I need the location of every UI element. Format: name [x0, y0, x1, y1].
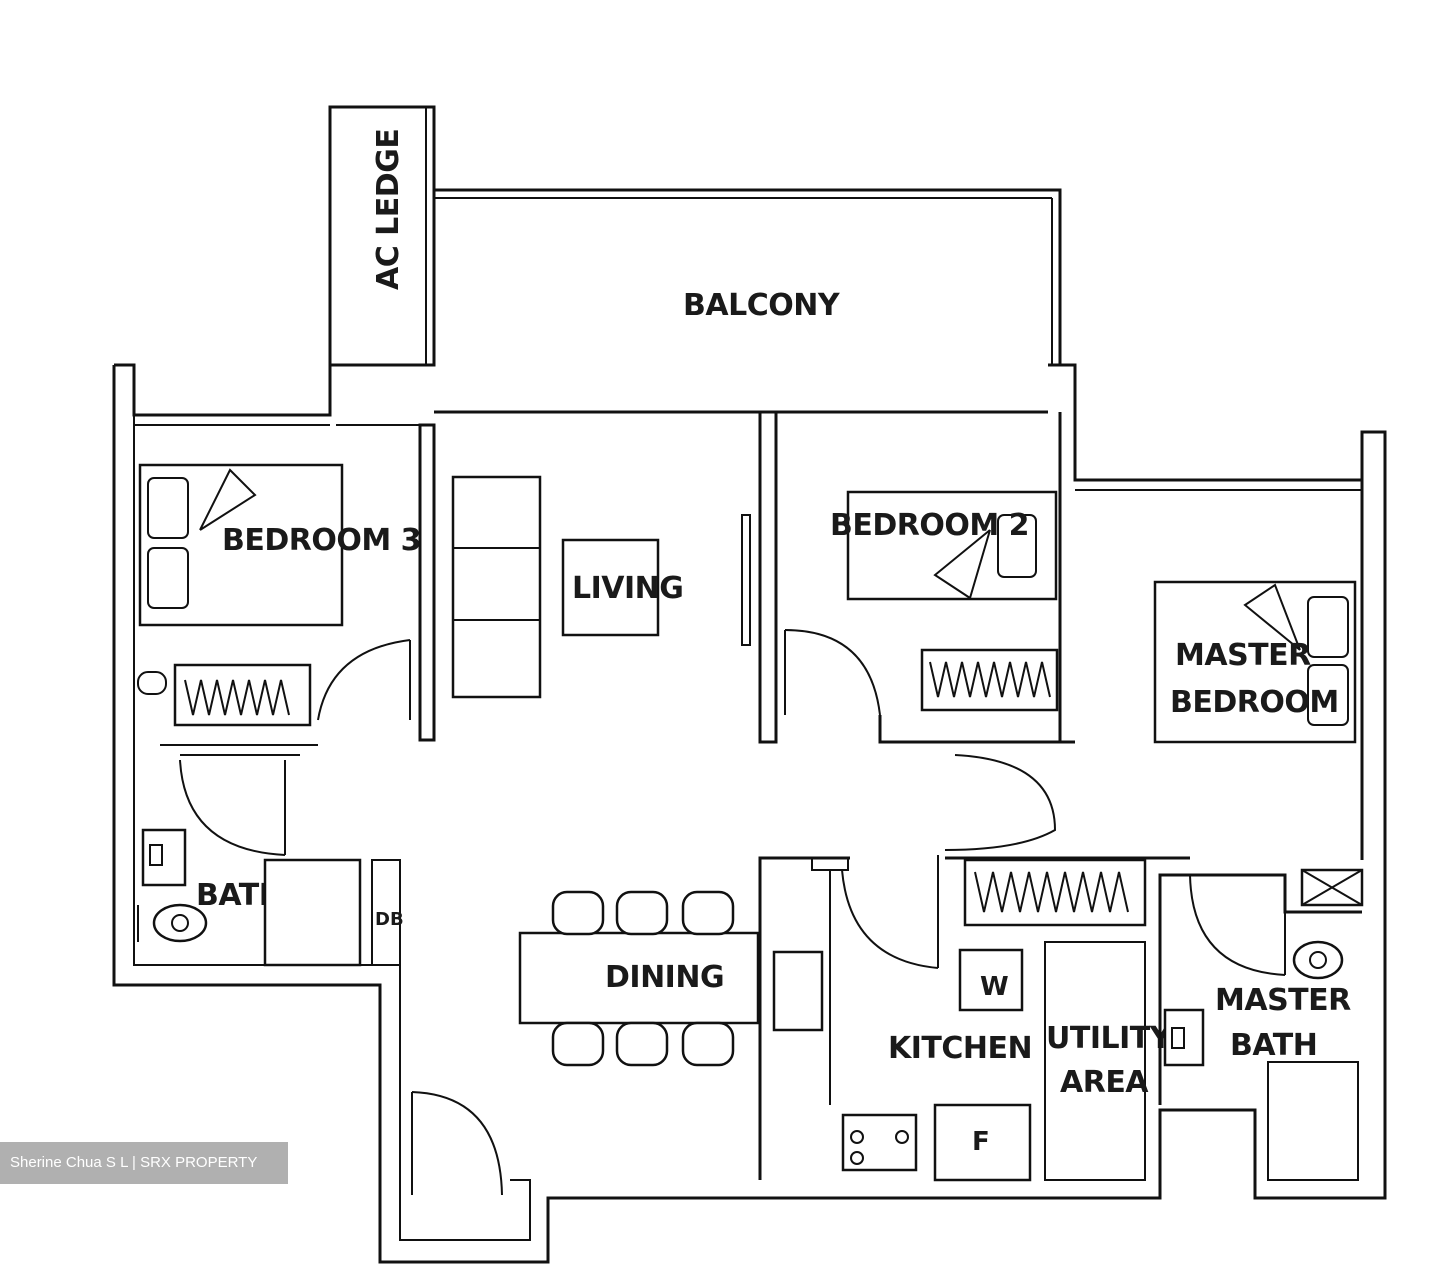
bed-bedroom-3: [138, 463, 344, 627]
dining: DINING: [411, 890, 760, 1196]
fridge: [933, 1103, 1032, 1182]
balcony-label: BALCONY: [683, 288, 841, 323]
ac-ledge: AC LEDGE: [328, 105, 436, 367]
kitchen: KITCHEN F W: [758, 855, 1190, 1182]
master-bedroom: MASTER BEDROOM: [944, 580, 1357, 851]
watermark: Sherine Chua S L | SRX PROPERTY: [0, 1142, 288, 1184]
shower-bath-1: [263, 858, 362, 967]
washer-label: W: [980, 972, 1009, 1002]
ac-ledge-label: AC LEDGE: [371, 129, 406, 290]
wardrobe-utility: [963, 858, 1147, 927]
coffee-table: [561, 538, 660, 637]
chair: [551, 1021, 605, 1067]
outer-walls: [112, 363, 1387, 1264]
bed-bedroom-2: [846, 490, 1058, 601]
chair: [551, 890, 605, 936]
chair: [681, 890, 735, 936]
utility-label-1: UTILITY: [1046, 1021, 1173, 1056]
washer: [958, 948, 1024, 1012]
kitchen-counter-island: [772, 950, 824, 1032]
dining-label: DINING: [605, 960, 724, 995]
balcony: BALCONY: [434, 188, 1062, 414]
master-bath-label-1: MASTER: [1215, 983, 1351, 1018]
basin-bath-1: [141, 828, 187, 887]
wardrobe-bedroom-3: [173, 663, 312, 727]
living: LIVING: [451, 410, 778, 744]
master-bedroom-label-2: BEDROOM: [1170, 685, 1339, 720]
bedroom-3: BEDROOM 3: [138, 423, 436, 746]
dining-table: [518, 931, 760, 1025]
kitchen-label: KITCHEN: [888, 1031, 1032, 1066]
master-bedroom-label-1: MASTER: [1175, 638, 1311, 673]
db-label: DB: [375, 909, 404, 930]
sofa: [451, 475, 542, 699]
bedroom-2-label: BEDROOM 2: [830, 508, 1029, 543]
toilet-bath-1: [152, 903, 208, 943]
toilet-master-bath: [1292, 940, 1344, 980]
bedroom-2: BEDROOM 2: [784, 412, 1075, 744]
master-bath: MASTER BATH: [1158, 868, 1364, 1181]
utility-area: UTILITY AREA: [1044, 941, 1173, 1181]
living-label: LIVING: [572, 571, 683, 606]
chair: [615, 890, 669, 936]
bed-master-bedroom: [1153, 580, 1357, 744]
bedroom-3-label: BEDROOM 3: [222, 523, 421, 558]
bath-1: BATH 1 DB: [137, 671, 404, 967]
chair: [681, 1021, 735, 1067]
master-bath-label-2: BATH: [1230, 1028, 1317, 1063]
utility-label-2: AREA: [1060, 1065, 1149, 1100]
chair: [615, 1021, 669, 1067]
fridge-label: F: [972, 1127, 990, 1157]
